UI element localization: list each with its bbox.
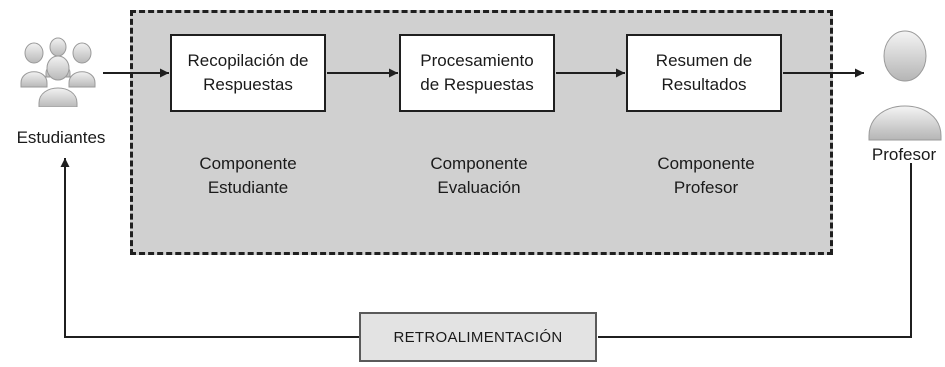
teacher-label: Profesor bbox=[871, 145, 937, 164]
component-line: Componente bbox=[199, 154, 297, 173]
component-line: Evaluación bbox=[437, 178, 521, 197]
component-evaluation-label: Componente Evaluación bbox=[389, 152, 569, 200]
component-teacher-label: Componente Profesor bbox=[616, 152, 796, 200]
step-line: Resultados bbox=[661, 75, 747, 94]
step-line: de Respuestas bbox=[420, 75, 534, 94]
feedback-label: RETROALIMENTACIÓN bbox=[393, 328, 563, 346]
step-line: Respuestas bbox=[203, 75, 293, 94]
step-line: Resumen de bbox=[655, 51, 753, 70]
component-line: Componente bbox=[657, 154, 755, 173]
step-line: Recopilación de bbox=[187, 51, 309, 70]
step-results-summary: Resumen de Resultados bbox=[626, 34, 782, 112]
component-line: Estudiante bbox=[207, 178, 289, 197]
step-response-processing: Procesamiento de Respuestas bbox=[399, 34, 555, 112]
component-student-label: Componente Estudiante bbox=[158, 152, 338, 200]
feedback-box: RETROALIMENTACIÓN bbox=[359, 312, 597, 362]
component-line: Profesor bbox=[673, 178, 739, 197]
step-line: Procesamiento bbox=[420, 51, 534, 70]
group-of-people-icon bbox=[20, 37, 96, 107]
students-label: Estudiantes bbox=[16, 128, 106, 147]
feedback-arrow-to-students bbox=[60, 158, 359, 338]
step-response-collection: Recopilación de Respuestas bbox=[170, 34, 326, 112]
feedback-line-teacher bbox=[598, 163, 912, 338]
person-icon bbox=[868, 30, 942, 141]
component-line: Componente bbox=[430, 154, 528, 173]
